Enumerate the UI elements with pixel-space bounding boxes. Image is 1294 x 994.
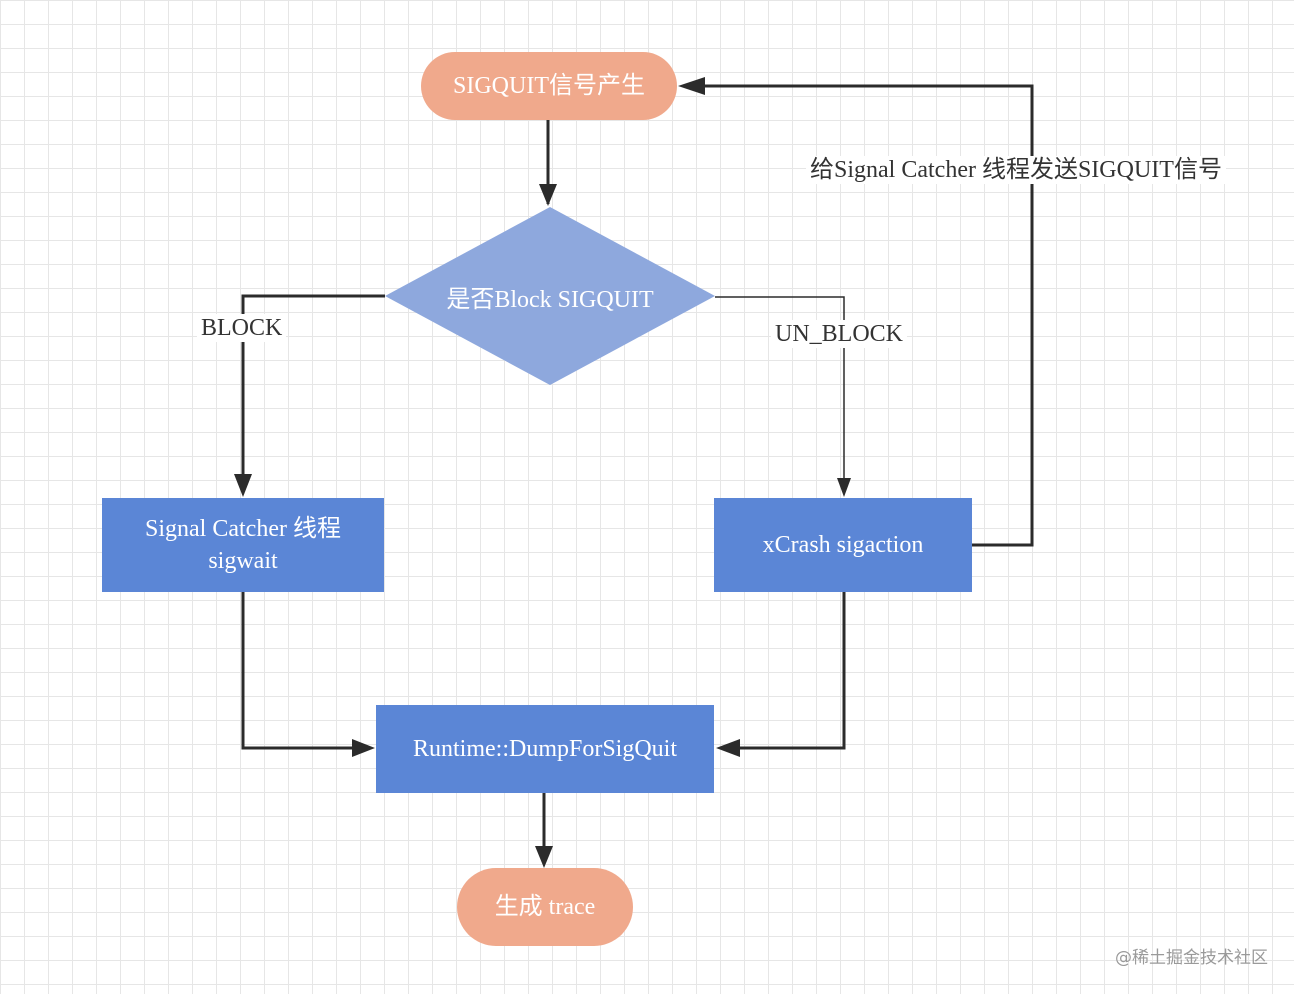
- node-block-decision[interactable]: 是否Block SIGQUIT: [385, 207, 715, 385]
- node-sigquit-generated[interactable]: SIGQUIT信号产生: [421, 52, 677, 120]
- edge-xcrash-to-dump: [738, 592, 846, 750]
- node-signal-catcher-label-line2: sigwait: [208, 548, 278, 574]
- node-signal-catcher-label-line1: Signal Catcher 线程: [145, 516, 341, 542]
- edge-label-block: BLOCK: [197, 314, 287, 342]
- node-dump-for-sigquit-label: Runtime::DumpForSigQuit: [412, 736, 678, 762]
- node-xcrash-sigaction-label: xCrash sigaction: [762, 532, 924, 558]
- watermark: @稀土掘金技术社区: [1115, 948, 1268, 968]
- node-generate-trace-label: 生成 trace: [494, 894, 596, 920]
- edge-xcrash-to-dump-arrow: [716, 739, 740, 757]
- edge-label-send-to-catcher: 给Signal Catcher 线程发送SIGQUIT信号: [806, 156, 1226, 184]
- decision-diamond-shape: [385, 207, 715, 385]
- node-block-decision-label: 是否Block SIGQUIT: [446, 286, 654, 313]
- edge-dump-to-trace-arrow: [535, 846, 553, 868]
- edge-start-to-decision-arrow: [539, 184, 557, 206]
- edge-send-to-catcher-arrow: [678, 77, 705, 95]
- node-signal-catcher[interactable]: Signal Catcher 线程 sigwait: [102, 498, 384, 592]
- node-xcrash-sigaction[interactable]: xCrash sigaction: [714, 498, 972, 592]
- edge-block: [241, 294, 385, 476]
- edge-catcher-to-dump-arrow: [352, 739, 375, 757]
- edge-catcher-to-dump: [241, 592, 354, 750]
- edge-send-to-catcher: [700, 84, 1034, 547]
- node-dump-for-sigquit[interactable]: Runtime::DumpForSigQuit: [376, 705, 714, 793]
- edge-label-un-block: UN_BLOCK: [771, 320, 908, 348]
- node-generate-trace[interactable]: 生成 trace: [457, 868, 633, 946]
- edge-block-arrow: [234, 474, 252, 497]
- node-sigquit-generated-label: SIGQUIT信号产生: [453, 73, 645, 99]
- edge-unblock: [715, 296, 845, 482]
- edge-unblock-arrow: [837, 478, 851, 497]
